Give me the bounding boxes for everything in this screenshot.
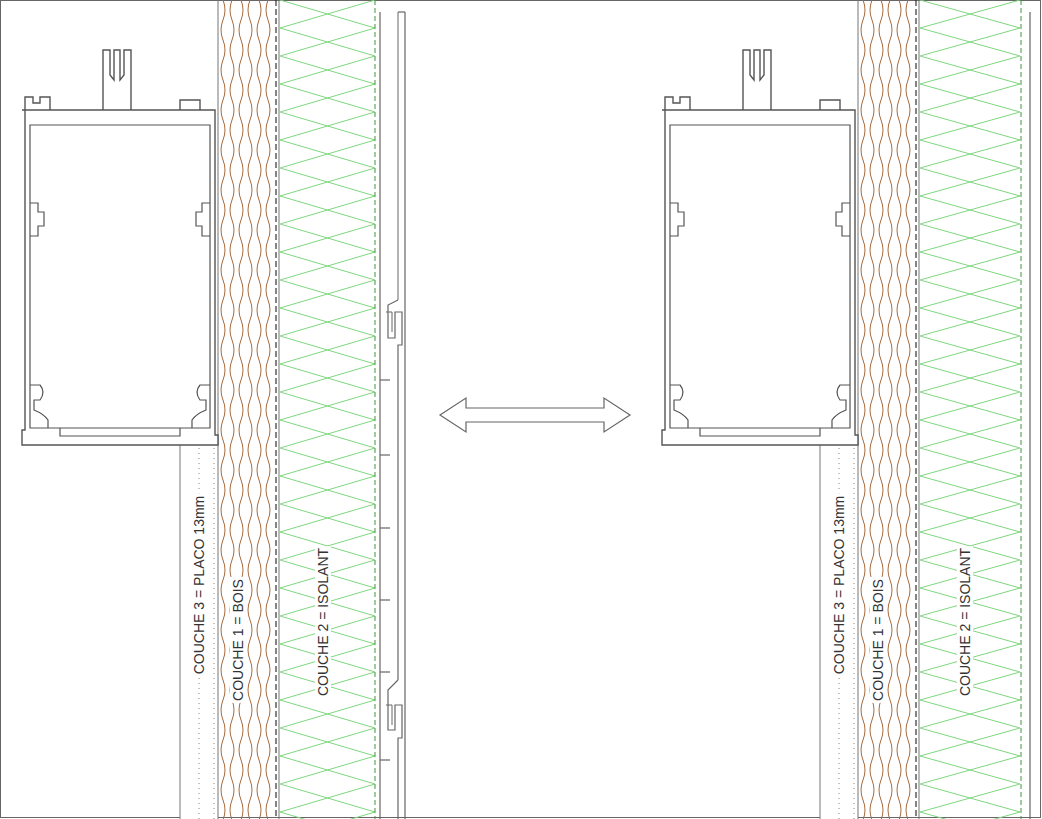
layer-label: COUCHE 1 = BOIS — [870, 577, 886, 703]
layer-label: COUCHE 2 = ISOLANT — [315, 546, 331, 698]
layer-label: COUCHE 3 = PLACO 13mm — [191, 494, 207, 677]
layer-label: COUCHE 1 = BOIS — [230, 577, 246, 703]
layer-label: COUCHE 3 = PLACO 13mm — [831, 494, 847, 677]
layer-label: COUCHE 2 = ISOLANT — [957, 546, 973, 698]
double-arrow — [440, 398, 630, 432]
